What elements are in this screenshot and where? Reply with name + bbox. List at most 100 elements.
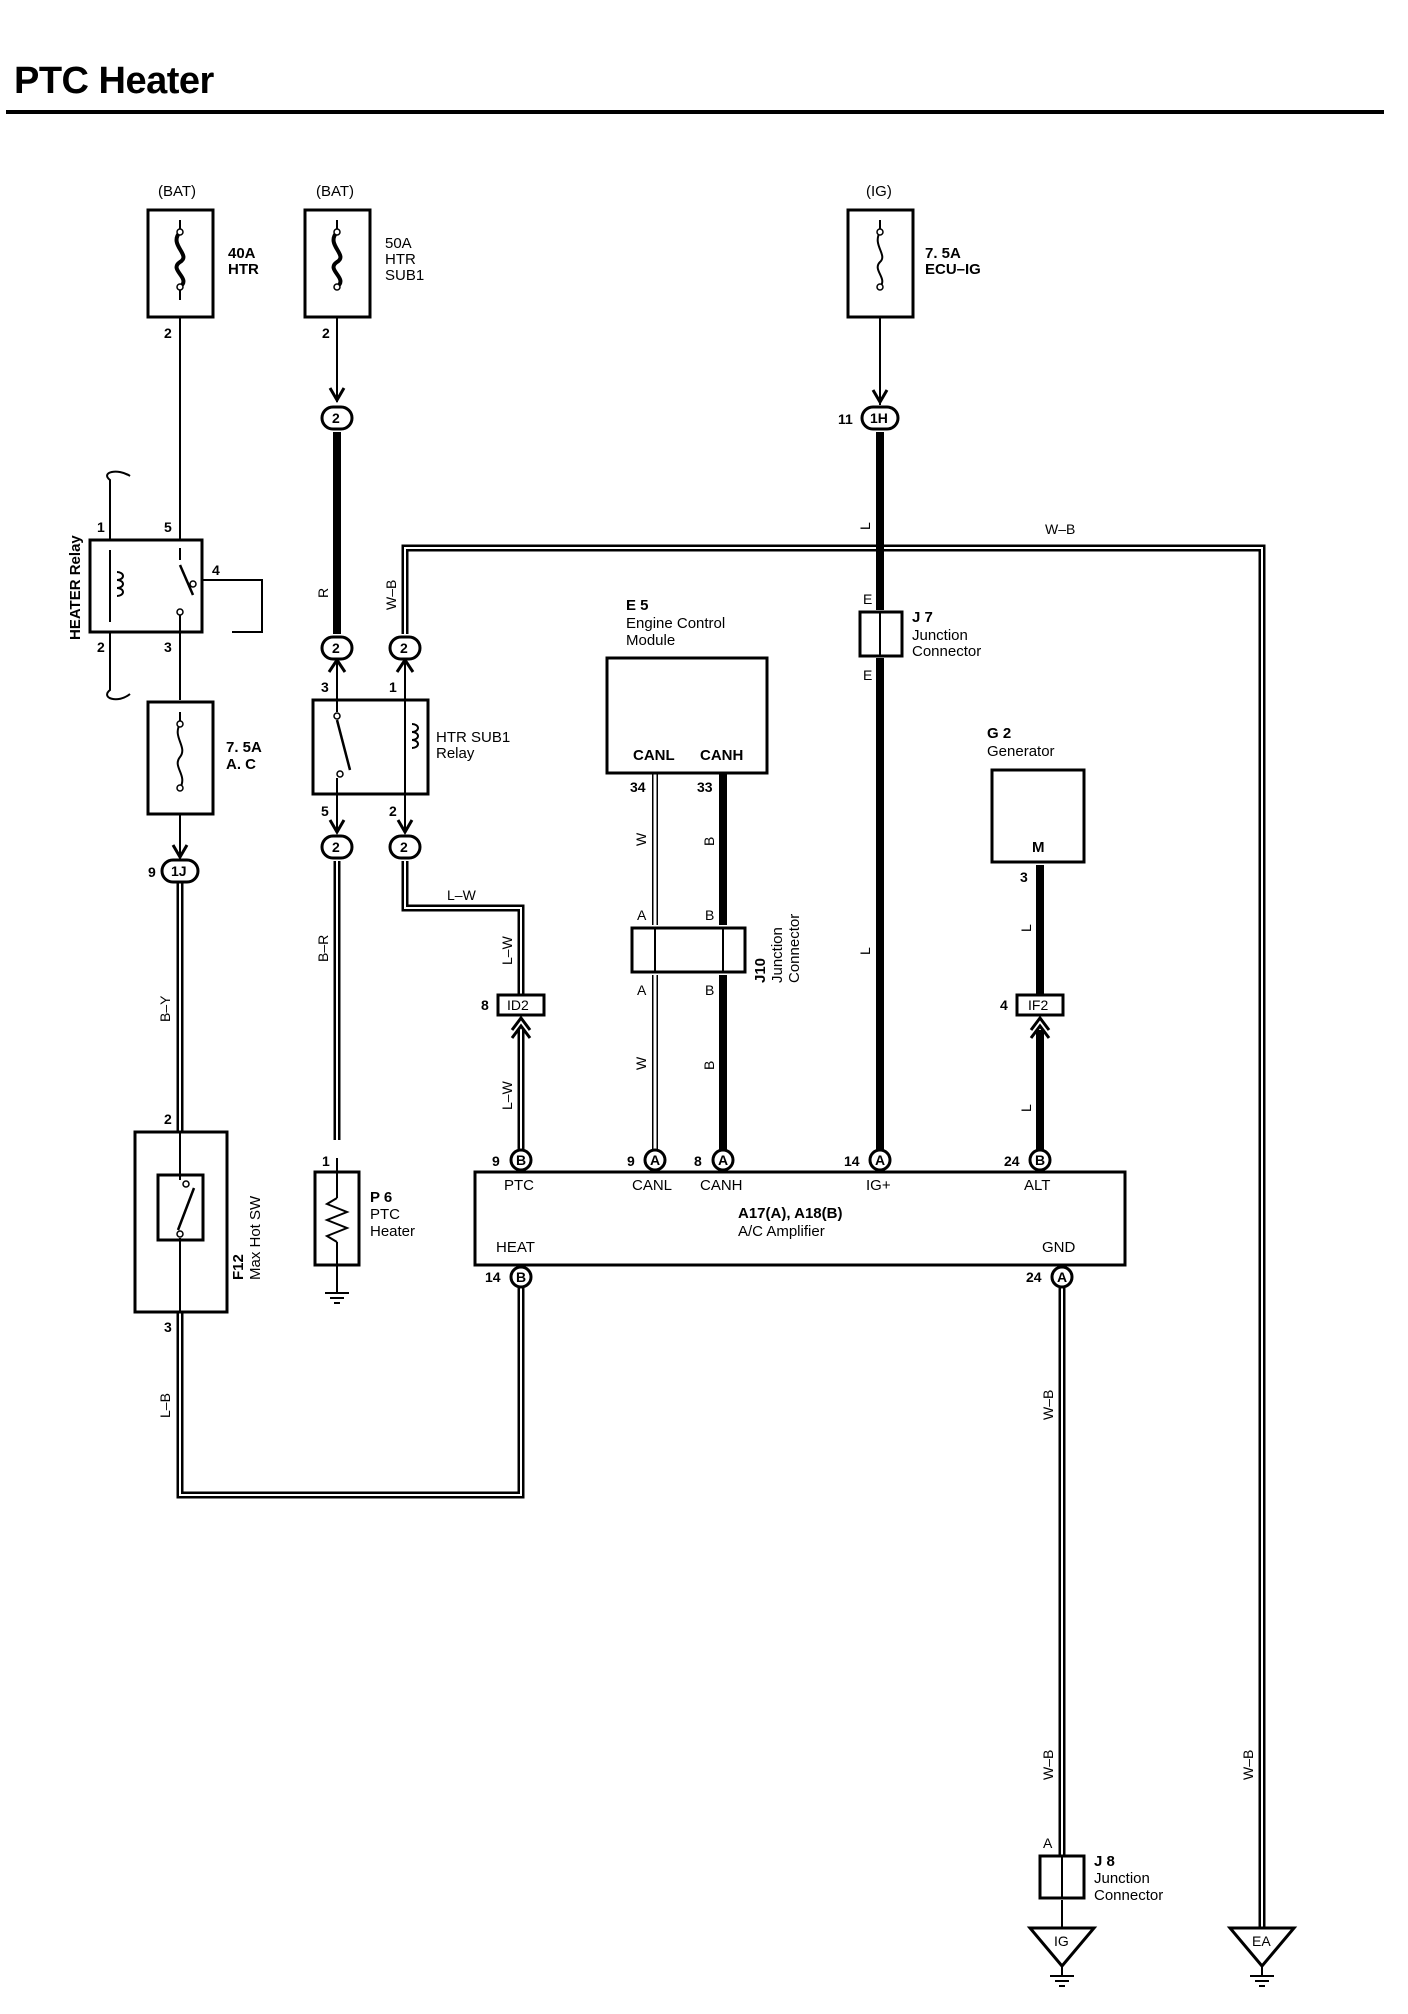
heater-relay-pin1: 1 bbox=[97, 519, 105, 535]
connector-2-relay-out: 2 bbox=[320, 834, 354, 860]
amp-label-gnd: GND bbox=[1042, 1239, 1076, 1256]
wire-label-r: R bbox=[315, 588, 331, 598]
amp-pin-gnd-num: 24 bbox=[1026, 1269, 1042, 1285]
j8-pin: A bbox=[1043, 1835, 1053, 1851]
fuse-sub1-line1: HTR bbox=[385, 251, 416, 268]
junction-connector-j7 bbox=[858, 610, 904, 658]
connector-1h-pin: 11 bbox=[838, 411, 853, 427]
svg-text:2: 2 bbox=[332, 410, 340, 426]
max-hot-sw-pin-bottom: 3 bbox=[164, 1319, 172, 1335]
generator bbox=[990, 768, 1086, 864]
htr-sub1-relay-line1: HTR SUB1 bbox=[436, 729, 510, 746]
j7-pin-top: E bbox=[863, 591, 872, 607]
htr-sub1-relay-pin2: 2 bbox=[389, 803, 397, 819]
j10-a-bottom: A bbox=[637, 982, 647, 998]
svg-text:2: 2 bbox=[400, 839, 408, 855]
connector-1h: 1H bbox=[860, 405, 900, 431]
amp-pin-alt-num: 24 bbox=[1004, 1153, 1020, 1169]
ground-ea: EA bbox=[1226, 1926, 1298, 1987]
ecm-line1: Engine Control bbox=[626, 615, 725, 632]
wire-label-b1: B bbox=[701, 837, 717, 846]
wire-label-l1: L bbox=[857, 522, 873, 530]
amp-label-canl: CANL bbox=[632, 1177, 672, 1194]
page-title: PTC Heater bbox=[14, 60, 214, 102]
svg-text:EA: EA bbox=[1252, 1933, 1271, 1949]
fuse-ecu-ig-rating: 7. 5A bbox=[925, 245, 961, 262]
j10-line2: Connector bbox=[786, 914, 803, 983]
amp-pin-igp: A bbox=[868, 1148, 892, 1172]
heater-relay-pin5: 5 bbox=[164, 519, 172, 535]
fuse-50a-htr-sub1 bbox=[303, 208, 372, 319]
title-rule bbox=[6, 110, 1384, 114]
ac-amplifier bbox=[473, 1170, 1127, 1267]
fuse-htr-name: HTR bbox=[228, 261, 259, 278]
wire-l-w bbox=[401, 861, 525, 995]
fuse-sub1-line2: SUB1 bbox=[385, 267, 424, 284]
ig-label: (IG) bbox=[866, 183, 892, 200]
wire-label-wb-gnd2: W–B bbox=[1040, 1750, 1056, 1780]
svg-text:2: 2 bbox=[332, 640, 340, 656]
wire-label-b2: B bbox=[701, 1061, 717, 1070]
fuse-sub1-pin: 2 bbox=[322, 325, 330, 341]
generator-name: Generator bbox=[987, 743, 1055, 760]
amp-pin-alt: B bbox=[1028, 1148, 1052, 1172]
bat-label-1: (BAT) bbox=[158, 183, 196, 200]
heater-relay-pin2: 2 bbox=[97, 639, 105, 655]
connector-2-top: 2 bbox=[320, 405, 354, 431]
fuse-40a-htr bbox=[146, 208, 215, 319]
connector-1j: 1J bbox=[160, 858, 200, 884]
j10-b-bottom: B bbox=[705, 982, 714, 998]
htr-sub1-relay bbox=[311, 698, 430, 796]
arrow-down-icon bbox=[328, 387, 346, 403]
bat-label-2: (BAT) bbox=[316, 183, 354, 200]
htr-sub1-relay-pin5: 5 bbox=[321, 803, 329, 819]
connector-2-coil-in: 2 bbox=[388, 635, 422, 661]
wire-label-lb: L–B bbox=[157, 1393, 173, 1418]
wire-label-w2: W bbox=[633, 1056, 649, 1070]
fuse-ac-name: A. C bbox=[226, 756, 256, 773]
fuse-ecu-ig-name: ECU–IG bbox=[925, 261, 981, 278]
amp-title-1: A17(A), A18(B) bbox=[738, 1205, 842, 1222]
fuse-htr-pin: 2 bbox=[164, 325, 172, 341]
connector-1j-pin: 9 bbox=[148, 864, 156, 880]
wire-relay-pin4 bbox=[200, 579, 263, 633]
wire-l-b bbox=[176, 1283, 525, 1499]
svg-text:B: B bbox=[516, 1152, 526, 1168]
arrow-down-icon bbox=[871, 389, 889, 405]
wire-label-wb-relay: W–B bbox=[383, 580, 399, 610]
wire-label-lw1: L–W bbox=[447, 887, 477, 903]
arrow-down-icon bbox=[396, 819, 414, 835]
wire-label-lw2: L–W bbox=[499, 935, 515, 965]
max-hot-sw-name: Max Hot SW bbox=[247, 1195, 264, 1280]
amp-pin-ptc-num: 9 bbox=[492, 1153, 500, 1169]
junction-connector-j8 bbox=[1038, 1854, 1086, 1900]
svg-text:A: A bbox=[1057, 1269, 1067, 1285]
svg-text:A: A bbox=[718, 1152, 728, 1168]
j7-line2: Connector bbox=[912, 643, 981, 660]
j7-pin-bottom: E bbox=[863, 667, 872, 683]
amp-pin-canl-num: 9 bbox=[627, 1153, 635, 1169]
wire-label-w1: W bbox=[633, 832, 649, 846]
svg-text:IF2: IF2 bbox=[1028, 997, 1048, 1013]
svg-text:B: B bbox=[1035, 1152, 1045, 1168]
ecm-line2: Module bbox=[626, 632, 675, 649]
j8-line2: Connector bbox=[1094, 1887, 1163, 1904]
ground-ig: IG bbox=[1026, 1926, 1098, 1987]
wires bbox=[176, 295, 1266, 1928]
arrow-down-icon bbox=[171, 844, 189, 860]
htr-sub1-relay-line2: Relay bbox=[436, 745, 475, 762]
j10-id: J10 bbox=[752, 958, 769, 983]
svg-text:IG: IG bbox=[1054, 1933, 1069, 1949]
amp-label-canh: CANH bbox=[700, 1177, 743, 1194]
amp-title-2: A/C Amplifier bbox=[738, 1223, 825, 1240]
j7-id: J 7 bbox=[912, 609, 933, 626]
ptc-heater-line1: PTC bbox=[370, 1206, 400, 1223]
amp-pin-igp-num: 14 bbox=[844, 1153, 860, 1169]
wire-label-wb-gnd1: W–B bbox=[1040, 1390, 1056, 1420]
amp-label-alt: ALT bbox=[1024, 1177, 1050, 1194]
max-hot-sw-id: F12 bbox=[230, 1254, 247, 1280]
amp-label-ptc: PTC bbox=[504, 1177, 534, 1194]
ptc-heater bbox=[313, 1158, 361, 1304]
heater-relay bbox=[88, 470, 204, 701]
heater-relay-pin4: 4 bbox=[212, 562, 220, 578]
